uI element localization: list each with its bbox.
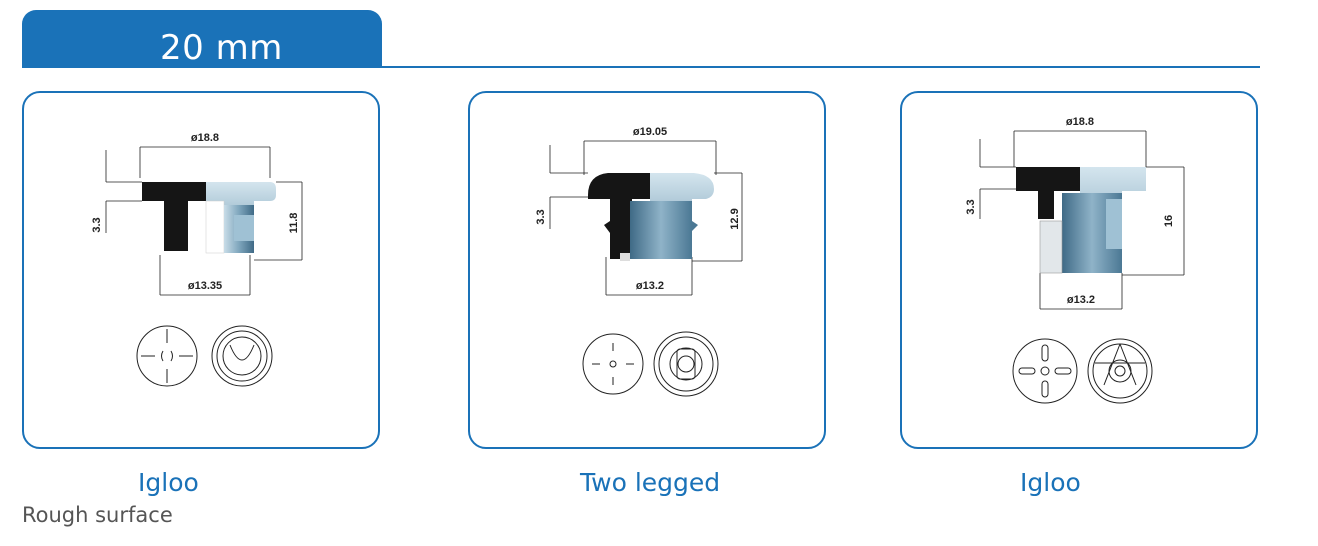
flange-thickness-label: 3.3 [535, 209, 547, 224]
top-diameter-label: ø18.8 [1066, 116, 1094, 128]
stopper-name-igloo-2: Igloo [1020, 468, 1081, 497]
top-diameter-label: ø18.8 [191, 132, 219, 144]
stopper-card-two-legged: ø19.05 3.3 12.9 ø13.2 [468, 91, 826, 449]
section-title: 20 mm [160, 28, 283, 68]
height-label: 12.9 [729, 208, 741, 229]
bottom-diameter-label: ø13.2 [636, 280, 664, 292]
stopper-name-two-legged: Two legged [580, 468, 721, 497]
height-label: 11.8 [288, 213, 300, 234]
height-label: 16 [1163, 215, 1175, 227]
stopper-drawing-igloo-1: ø18.8 3.3 11.8 ø13.35 [91, 132, 303, 387]
top-diameter-label: ø19.05 [633, 126, 667, 138]
stopper-drawing-igloo-2: ø18.8 3.3 16 ø13.2 [965, 116, 1185, 404]
stopper-subtitle-igloo-1: Rough surface [22, 503, 173, 527]
stopper-card-igloo-2: ø18.8 3.3 16 ø13.2 [900, 91, 1258, 449]
stopper-name-igloo-1: Igloo [138, 468, 199, 497]
stopper-drawing-two-legged: ø19.05 3.3 12.9 ø13.2 [535, 126, 743, 397]
flange-thickness-label: 3.3 [91, 217, 103, 232]
section-tab: 20 mm [22, 10, 382, 68]
bottom-diameter-label: ø13.2 [1067, 294, 1095, 306]
section-divider [22, 66, 1260, 68]
flange-thickness-label: 3.3 [965, 199, 977, 214]
stopper-card-igloo-1: ø18.8 3.3 11.8 ø13.35 [22, 91, 380, 449]
bottom-diameter-label: ø13.35 [188, 280, 222, 292]
